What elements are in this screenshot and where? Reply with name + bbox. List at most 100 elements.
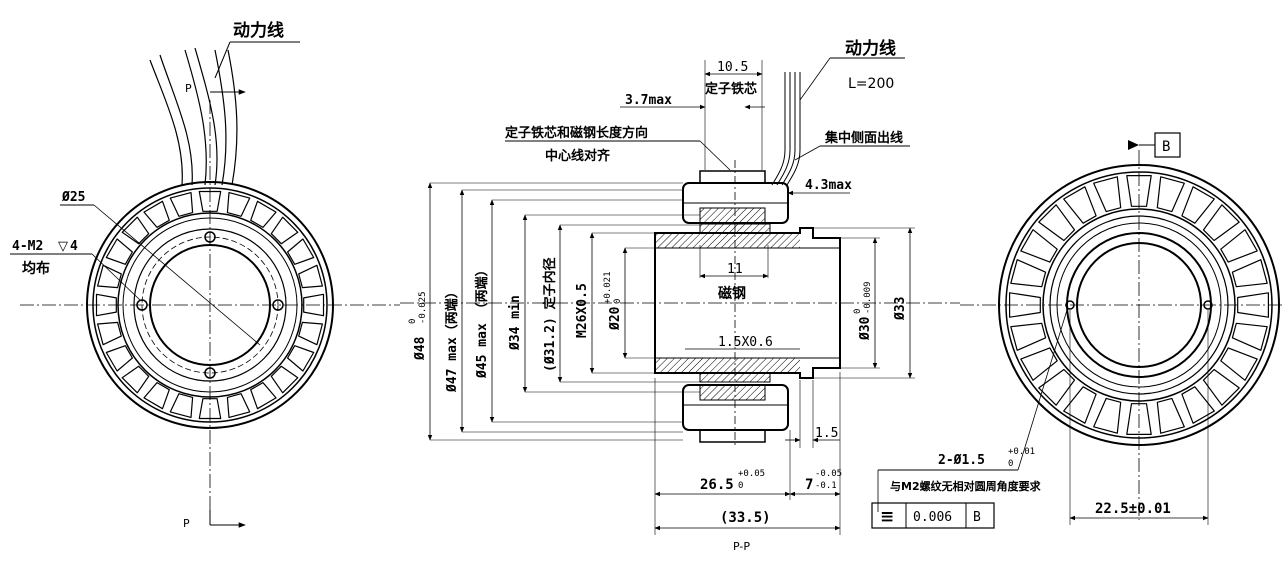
right-stator-slot	[1231, 259, 1268, 288]
left-stator-slot	[270, 216, 299, 245]
right-stator-slot	[1126, 175, 1152, 207]
thread-spec-label: 4-M2	[12, 239, 43, 254]
left-stator-slot	[303, 293, 325, 317]
right-bore	[1076, 242, 1202, 368]
right-hub-outer	[1066, 232, 1212, 378]
stator-core-bottom	[699, 429, 766, 443]
power-line-label-center: 动力线	[845, 38, 896, 59]
power-line-center-leader	[799, 57, 831, 101]
left-stator-slot	[121, 216, 150, 245]
left-stator-slot	[226, 192, 251, 217]
left-stator-slot	[105, 345, 133, 372]
threaded-hole-top	[204, 231, 216, 243]
right-stator-slot	[1093, 176, 1122, 213]
right-stator-slot	[1038, 368, 1076, 406]
pin-hole-right	[1203, 300, 1213, 310]
thread-depth-symbol: ▽	[58, 239, 68, 254]
dim-25-label: Ø25	[61, 190, 85, 205]
tolerance-value: 0.006	[913, 510, 952, 525]
dim-34-label: Ø34 min	[508, 295, 523, 351]
right-stator-slot	[1202, 204, 1240, 242]
dim-1-5x0-6-label: 1.5X0.6	[718, 335, 773, 350]
right-outer-ring-inner	[1005, 171, 1273, 439]
left-outer-ring	[86, 181, 334, 429]
threaded-hole-bottom	[204, 367, 216, 379]
left-stator-slot	[97, 321, 122, 346]
right-stator-slot	[1009, 292, 1041, 318]
right-stator-slot	[1010, 259, 1047, 288]
symmetry-symbol-icon: ≡	[880, 507, 894, 527]
right-slot-inner-ring	[1042, 208, 1236, 402]
dim-30-upper: 0	[853, 309, 863, 314]
holes-note: 与M2螺纹无相对圆周角度要求	[890, 479, 1042, 493]
section-mark-bottom: P	[183, 517, 190, 530]
dim-7-lower: -0.1	[815, 481, 837, 491]
dim-31-label: (Ø31.2) 定子内径	[542, 257, 558, 372]
holes-upper: +0.01	[1008, 447, 1035, 457]
wire-length-label: L=200	[848, 76, 894, 92]
dim-26-5-upper: +0.05	[738, 469, 765, 479]
right-stator-slot	[1038, 204, 1076, 242]
dim-33-label: Ø33	[893, 297, 908, 321]
side-exit-leader	[794, 145, 821, 161]
section-label-pp: P-P	[733, 540, 750, 553]
shaft-wall-bottom-hatch	[655, 358, 800, 373]
right-stator-slot	[1010, 322, 1047, 351]
left-stator-slot	[121, 365, 150, 394]
dim-20-lower: 0	[613, 299, 623, 304]
center-power-wires	[771, 72, 801, 186]
right-stator-slot	[1237, 292, 1269, 318]
dim-48-group: Ø48 0 -0.025	[408, 291, 428, 361]
left-stator-slot	[270, 365, 299, 394]
stator-core-top	[699, 170, 766, 184]
threaded-hole-right	[272, 299, 284, 311]
left-slot-inner-ring	[117, 212, 303, 398]
left-view: P 动力线 Ø25 4-M2 ▽ 4 均布 P	[10, 20, 400, 530]
left-hub-ring	[133, 228, 287, 382]
right-stator-slot	[1231, 322, 1268, 351]
left-stator-slot	[97, 264, 122, 289]
dim-1-5-label: 1.5	[815, 426, 838, 441]
right-view: B 2-Ø1.5 +0.01 0 与M2螺纹无相对圆周角度要求 ≡ 0.006 …	[871, 132, 1285, 529]
left-stator-slot	[226, 393, 251, 418]
right-stator-slot	[1156, 397, 1185, 434]
left-stator-slot	[198, 190, 222, 212]
right-stator-slot	[1063, 186, 1097, 224]
right-stator-slot	[1220, 347, 1258, 381]
power-line-label-left: 动力线	[233, 20, 284, 41]
dim-48-label: Ø48	[413, 336, 428, 361]
dim-4-3max-label: 4.3max	[805, 178, 852, 193]
align-note-line1: 定子铁芯和磁钢长度方向	[504, 125, 648, 141]
dim-30-label: Ø30	[858, 316, 873, 341]
left-stator-slot	[298, 264, 323, 289]
right-stator-slot	[1181, 186, 1215, 224]
left-bore	[149, 244, 271, 366]
dim-33-5-label: (33.5)	[720, 510, 771, 526]
left-stator-slot	[250, 200, 277, 228]
dim-20-group: Ø20 +0.021 0	[603, 271, 623, 331]
dim-47-label: Ø47 max（两端）	[444, 285, 460, 393]
right-stator-slot	[1020, 229, 1058, 263]
dim-48-lower: -0.025	[418, 291, 428, 324]
left-power-wires	[149, 47, 238, 186]
right-stator-slot	[1093, 397, 1122, 434]
dim-7-upper: -0.05	[815, 469, 842, 479]
dim-25-leader	[93, 204, 261, 346]
align-note-line2: 中心线对齐	[545, 148, 611, 164]
left-stator-slot	[169, 192, 194, 217]
left-outer-ring-inner	[92, 187, 328, 423]
right-stator-slot	[1126, 403, 1152, 435]
pin-hole-left	[1065, 300, 1075, 310]
threaded-hole-left	[136, 299, 148, 311]
stator-winding-bottom	[699, 384, 766, 401]
left-stator-slot	[298, 321, 323, 346]
thread-spec-leader	[91, 253, 141, 301]
dim-11-label: 11	[727, 262, 743, 277]
right-stator-slot	[1202, 368, 1240, 406]
datum-triangle	[1128, 140, 1139, 150]
dim-3-7max-label: 3.7max	[625, 93, 672, 108]
stator-winding-top	[699, 207, 766, 224]
dim-20-upper: +0.021	[603, 271, 613, 304]
left-bolt-circle	[141, 236, 279, 374]
